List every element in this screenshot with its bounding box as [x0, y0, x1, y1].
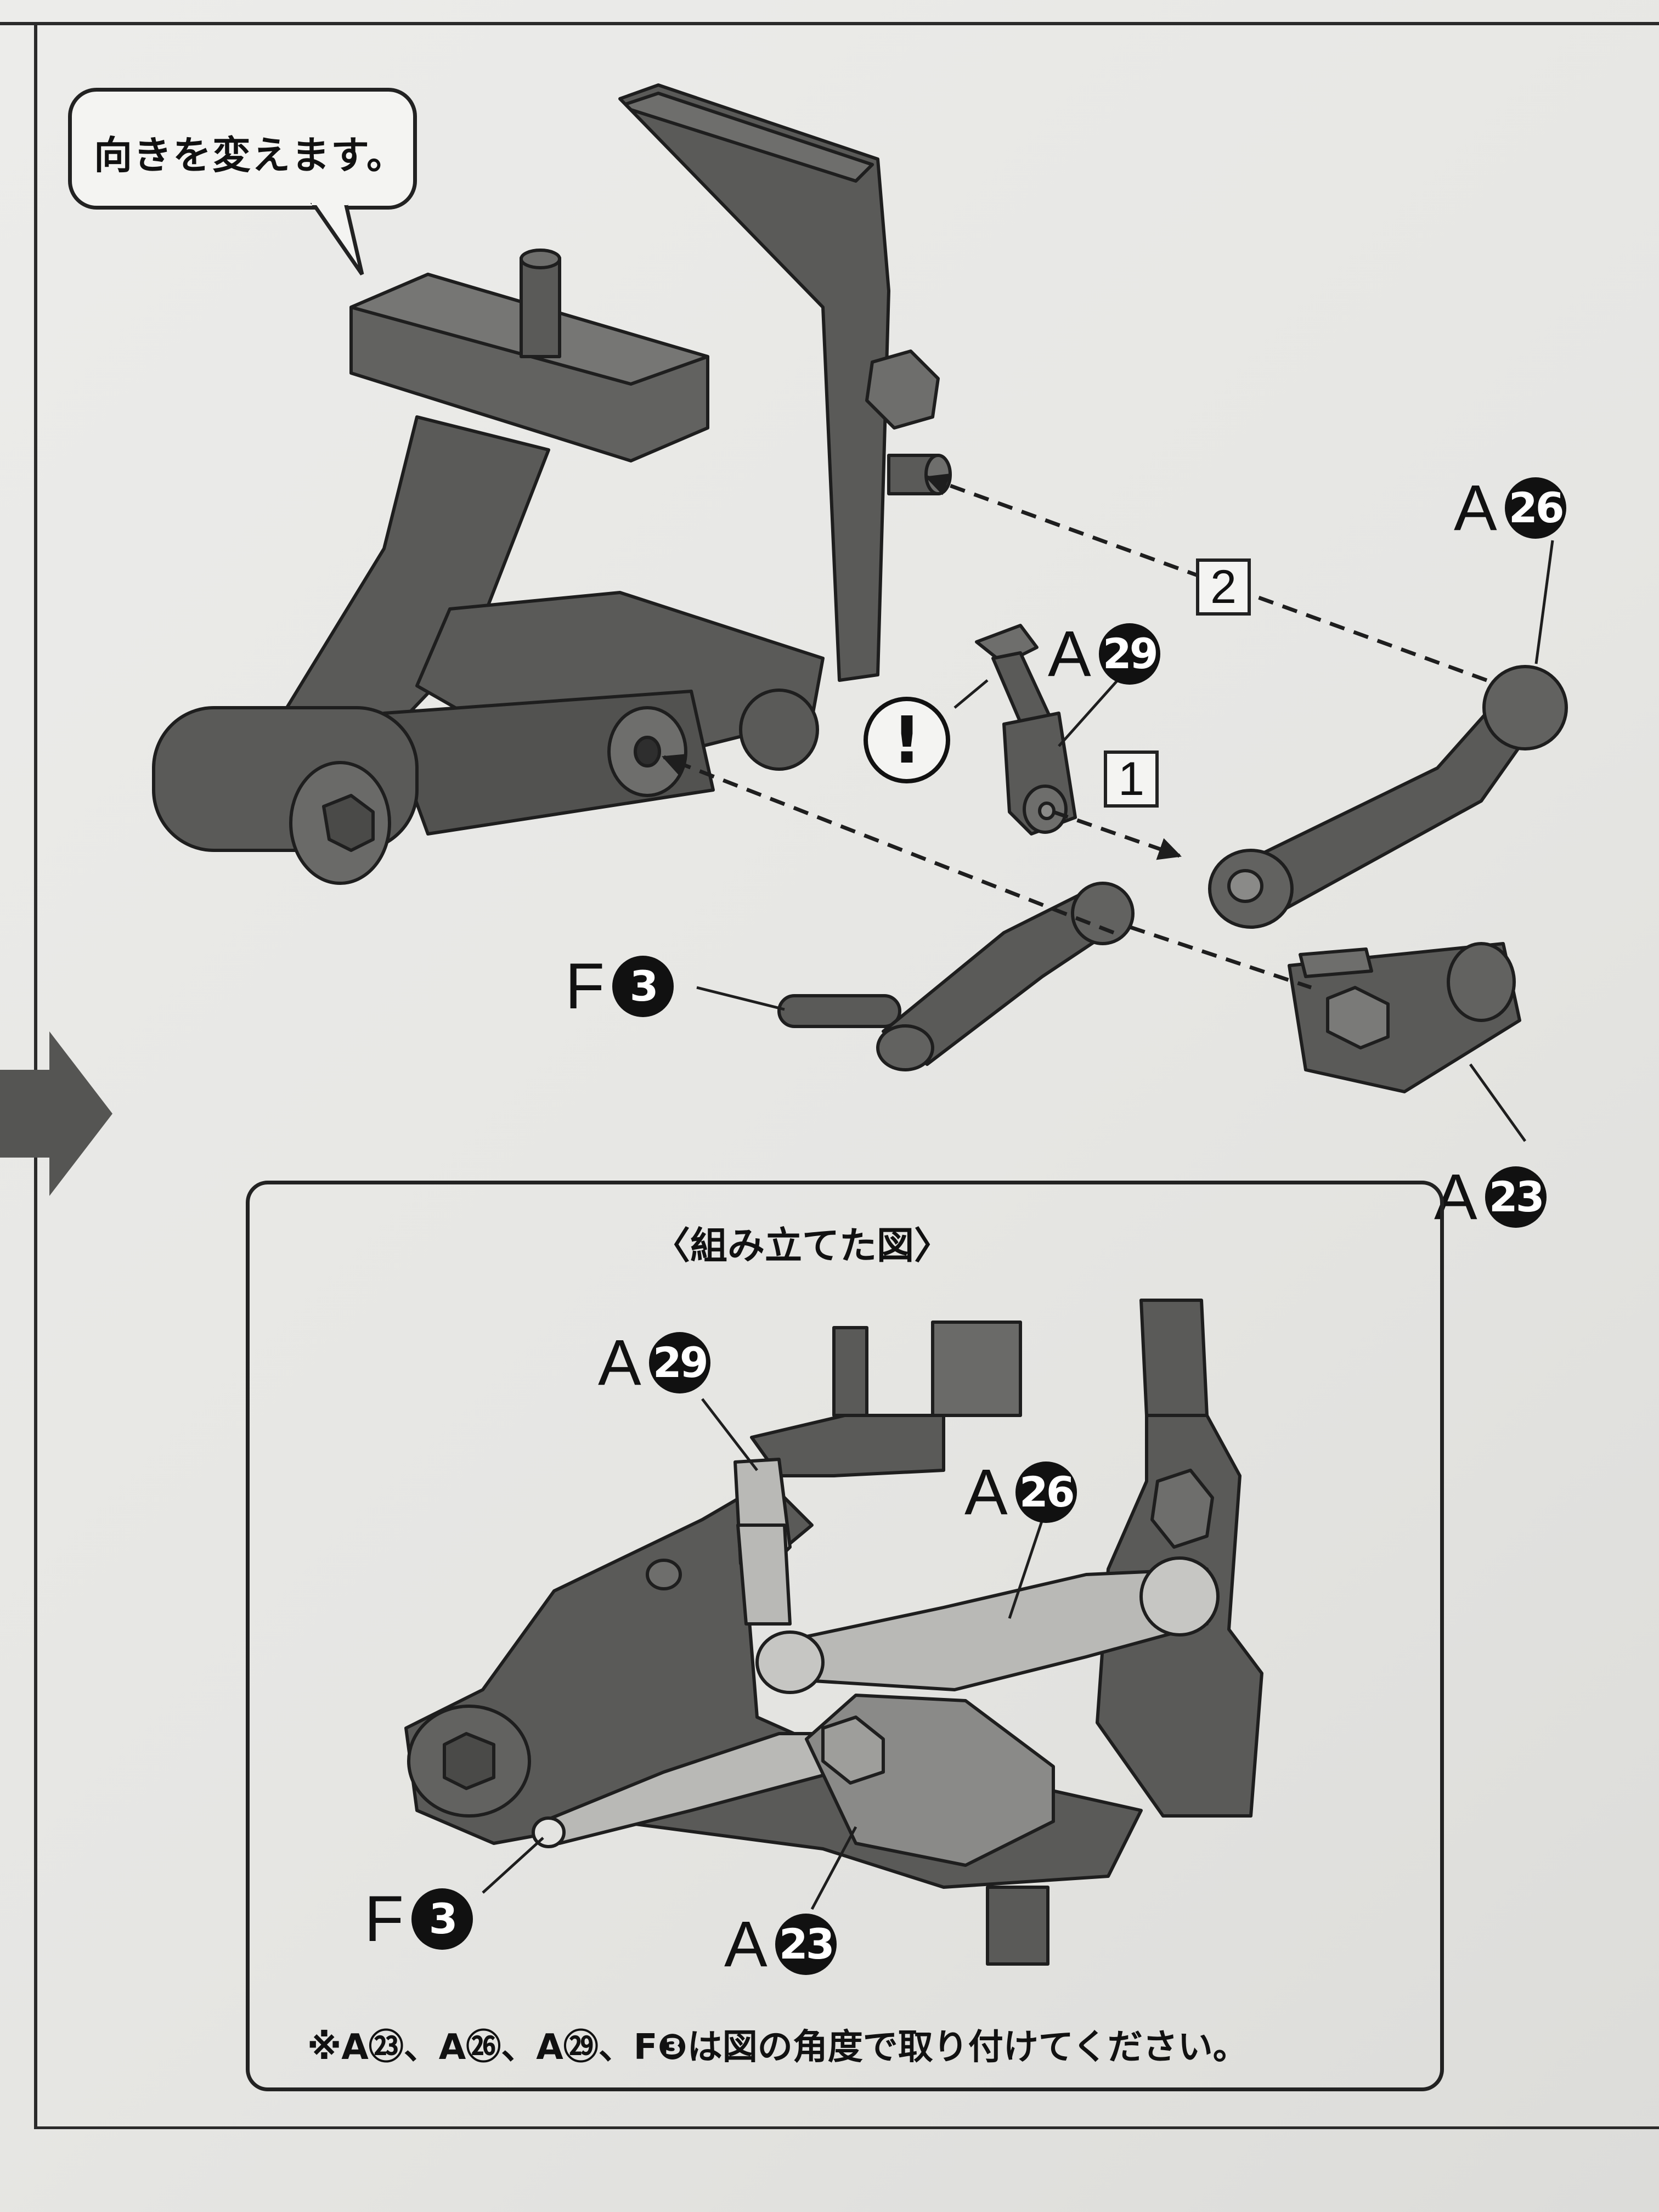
number-badge: 23 [775, 1913, 837, 1975]
step-2-box: 2 [1196, 558, 1251, 616]
seat-frame [152, 83, 952, 885]
number-badge: 3 [411, 1888, 473, 1950]
number-badge: 3 [612, 955, 674, 1017]
caution-icon: ! [864, 697, 950, 783]
leader-lines-assembled [482, 1398, 1044, 1910]
number-badge: 29 [648, 1331, 710, 1393]
leader-lines-exploded [696, 540, 1554, 1142]
assembled-seat [404, 1299, 1263, 1966]
number-badge: 23 [1485, 1166, 1547, 1228]
part-f3 [777, 882, 1135, 1071]
part-a23 [1288, 942, 1521, 1093]
assembly-guides [662, 473, 1488, 990]
mounting-angle-note: ※A㉓、A㉖、A㉙、F❸は図の角度で取り付けてください。 [307, 2027, 1248, 2068]
number-badge: 29 [1098, 623, 1160, 685]
number-badge: 26 [1504, 477, 1566, 539]
next-arrow-icon [0, 1031, 112, 1196]
callout-text: 向きを変えます。 [94, 133, 406, 178]
rotate-callout: 向きを変えます。 [68, 88, 417, 210]
bottom-rule [34, 2126, 1659, 2129]
part-a29 [975, 624, 1077, 836]
assembled-view-panel [246, 1181, 1444, 2091]
top-rule [0, 22, 1659, 25]
number-badge: 26 [1015, 1461, 1077, 1523]
step-1-box: 1 [1104, 751, 1159, 808]
callout-tail [310, 203, 364, 275]
part-a26 [1208, 665, 1568, 929]
assembled-view-title: 〈組み立てた図〉 [653, 1224, 952, 1268]
